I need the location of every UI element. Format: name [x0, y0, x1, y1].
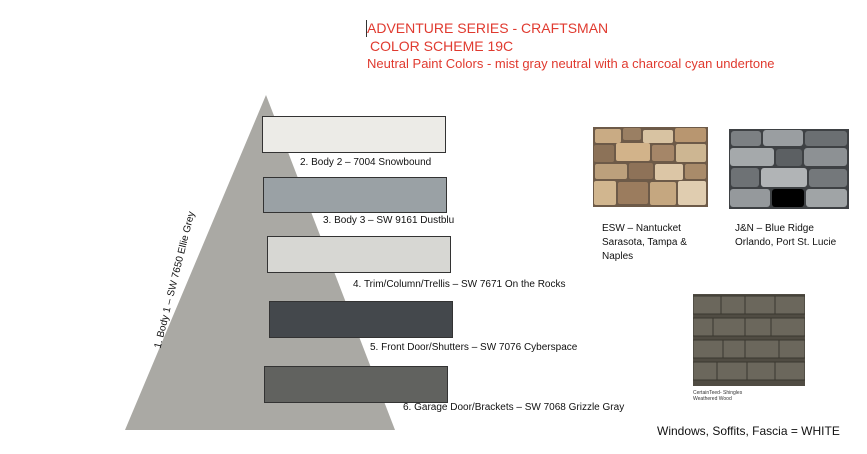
swatch-body3-label: 3. Body 3 – SW 9161 Dustblu — [323, 215, 455, 226]
swatch-body2 — [262, 116, 446, 153]
jn-caption: J&N – Blue Ridge Orlando, Port St. Lucie — [735, 222, 836, 250]
stellar-mls-watermark: Stellar MLS — [752, 218, 829, 233]
esw-caption-line: ESW – Nantucket — [602, 223, 681, 234]
roof-caption-line: CertainTeed- Shingles — [693, 390, 743, 396]
subtitle-description: Neutral Paint Colors - mist gray neutral… — [367, 56, 775, 71]
swatch-garage — [264, 366, 448, 403]
esw-caption: ESW – Nantucket Sarasota, Tampa & Naples — [602, 222, 687, 264]
roof-caption: CertainTeed- Shingles Weathered Wood — [693, 390, 742, 402]
esw-nantucket-stone-image — [593, 127, 708, 207]
swatch-trim-label: 4. Trim/Column/Trellis – SW 7671 On the … — [353, 279, 566, 290]
title-series: ADVENTURE SERIES - CRAFTSMAN — [367, 20, 609, 36]
jn-caption-line: Orlando, Port St. Lucie — [735, 237, 837, 248]
swatch-body2-label: 2. Body 2 – 7004 Snowbound — [300, 157, 432, 168]
jn-caption-line: J&N – Blue Ridge — [735, 223, 814, 234]
roof-shingles-image — [693, 294, 805, 386]
swatch-body3 — [263, 177, 447, 213]
esw-caption-line: Sarasota, Tampa & — [602, 237, 687, 248]
jn-blue-ridge-stone-image — [729, 129, 849, 209]
body1-triangle-shape — [125, 95, 395, 430]
title-scheme: COLOR SCHEME 19C — [370, 38, 514, 54]
roof-caption-line: Weathered Wood — [693, 396, 732, 402]
swatch-trim — [267, 236, 451, 273]
esw-caption-line: Naples — [602, 251, 634, 262]
swatch-garage-label: 6. Garage Door/Brackets – SW 7068 Grizzl… — [403, 402, 625, 413]
swatch-front-door — [269, 301, 453, 338]
trim-white-note: Windows, Soffits, Fascia = WHITE — [657, 424, 840, 438]
swatch-front-door-label: 5. Front Door/Shutters – SW 7076 Cybersp… — [370, 342, 578, 353]
text-cursor — [366, 20, 367, 37]
